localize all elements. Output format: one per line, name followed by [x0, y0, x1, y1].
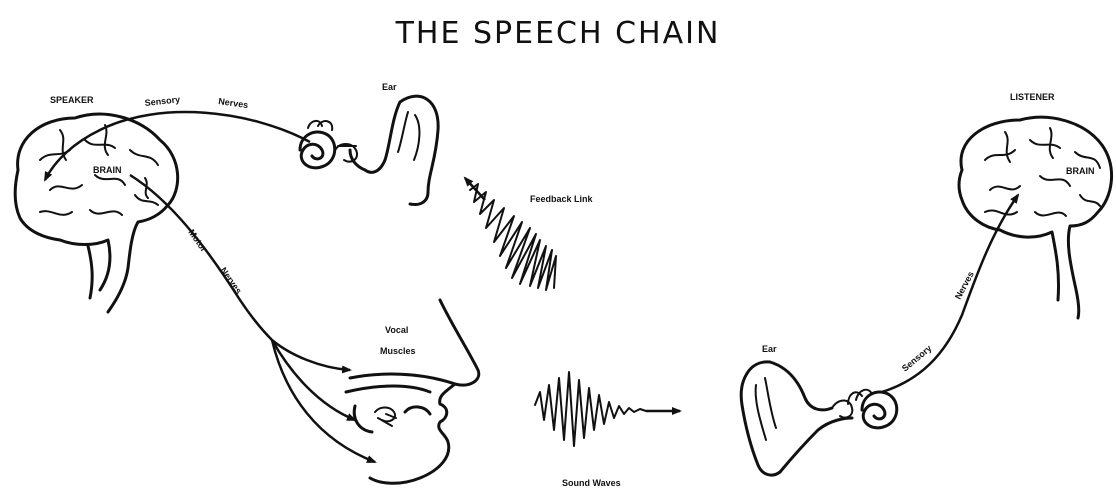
speaker-nerves-label-top: Nerves — [218, 96, 249, 110]
sound-waves-waveform — [535, 372, 646, 446]
sound-waves-label: Sound Waves — [562, 478, 621, 488]
speaker-ear-icon — [300, 96, 438, 204]
motor-nerves-label: Nerves — [218, 265, 243, 295]
listener-ear-label: Ear — [762, 344, 777, 354]
speaker-ear-label: Ear — [382, 82, 397, 92]
muscles-label: Muscles — [380, 346, 416, 356]
listener-sensory-label: Sensory — [900, 343, 934, 373]
motor-nerve-branch-2 — [272, 340, 355, 420]
listener-brain-icon — [959, 117, 1112, 318]
speaker-heading: SPEAKER — [50, 95, 94, 105]
diagram-title: THE SPEECH CHAIN — [395, 16, 721, 51]
listener-sensory-nerve-arrow — [882, 195, 1018, 392]
motor-label: Motor — [186, 227, 209, 254]
vocal-label: Vocal — [385, 325, 408, 335]
listener-brain-label: BRAIN — [1066, 166, 1095, 176]
listener-heading: LISTENER — [1010, 92, 1055, 102]
feedback-link-label: Feedback Link — [530, 194, 594, 204]
motor-nerve-branch-1 — [272, 340, 350, 370]
listener-ear-icon — [741, 362, 897, 475]
speaker-face-icon — [346, 300, 479, 483]
speaker-sensory-label: Sensory — [144, 94, 180, 108]
speaker-brain-icon — [15, 114, 177, 312]
speaker-brain-label: BRAIN — [93, 165, 122, 175]
motor-nerve-path-main — [130, 175, 272, 340]
